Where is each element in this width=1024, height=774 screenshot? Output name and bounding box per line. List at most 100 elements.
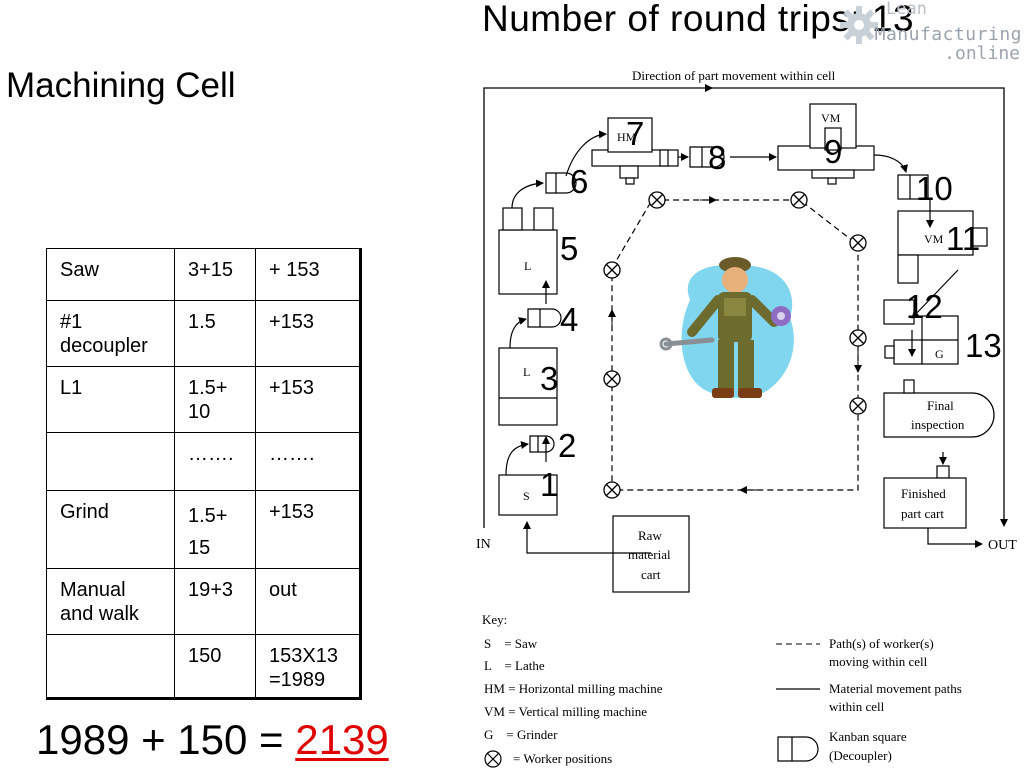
watermark-line2: .online <box>944 43 1020 64</box>
step-number-11: 11 <box>946 220 980 257</box>
step-number-9: 9 <box>824 133 842 170</box>
total-equation: 1989 + 150 = 2139 <box>36 716 389 764</box>
table-cell: 19+3 <box>174 568 256 635</box>
machining-cell-diagram: Direction of part movement within cell I… <box>476 68 1017 768</box>
in-label: IN <box>476 537 491 552</box>
decoupler-6 <box>545 172 577 194</box>
out-label: OUT <box>988 538 1017 553</box>
step-number-2: 2 <box>558 427 576 464</box>
key-grinder: G = Grinder <box>484 727 558 742</box>
final-inspection <box>883 392 995 438</box>
step-number-10: 10 <box>916 170 953 207</box>
worker-position-icon <box>849 397 867 415</box>
worker-position-icon <box>849 234 867 252</box>
worker-position-icon <box>603 370 621 388</box>
final-inspection-line2: inspection <box>911 417 965 432</box>
raw-material-line1: Raw <box>638 528 662 543</box>
table-cell: Grind <box>46 490 175 569</box>
table-cell: +153 <box>255 366 361 433</box>
table-row: #1 decoupler 1.5 +153 <box>46 300 361 367</box>
worker-position-icon <box>849 329 867 347</box>
vm-9-label: VM <box>821 111 841 125</box>
key-hm: HM = Horizontal milling machine <box>484 681 663 696</box>
table-cell: Saw <box>46 248 175 301</box>
decoupler-4 <box>527 308 562 328</box>
worker-position-icon <box>603 261 621 279</box>
gear-icon <box>840 6 878 44</box>
finished-part-cart <box>883 477 967 529</box>
table-cell: 153X13 =1989 <box>255 634 361 699</box>
lathe-1-machine <box>498 347 558 426</box>
watermark-logo: Lean Manufacturing .online <box>840 0 1024 66</box>
worker-position-icon <box>790 191 808 209</box>
key-dashed-2: moving within cell <box>829 654 928 669</box>
table-cell: #1 decoupler <box>46 300 175 367</box>
lathe-1-label: L <box>523 365 530 379</box>
key-title: Key: <box>482 612 507 627</box>
key-vm: VM = Vertical milling machine <box>484 704 647 719</box>
step-number-5: 5 <box>560 230 578 267</box>
step-number-6: 6 <box>570 163 588 200</box>
raw-material-line3: cart <box>641 567 661 582</box>
time-calculation-table: Saw 3+15 + 153 #1 decoupler 1.5 +153 L1 … <box>46 248 362 700</box>
vm-11-label: VM <box>924 232 944 246</box>
table-row: Manual and walk 19+3 out <box>46 568 361 635</box>
round-trips-title: Number of round trips; 13 <box>482 0 915 39</box>
kanban-square-icon <box>777 736 819 762</box>
table-row: 150 153X13 =1989 <box>46 634 361 699</box>
step-number-4: 4 <box>560 301 578 338</box>
direction-label: Direction of part movement within cell <box>632 68 836 83</box>
table-cell: 3+15 <box>174 248 256 301</box>
grinder-label: G <box>935 347 944 361</box>
step-number-13: 13 <box>965 327 1002 364</box>
worker-position-icon <box>484 750 502 768</box>
table-cell: out <box>255 568 361 635</box>
decoupler-2 <box>529 435 555 453</box>
step-number-7: 7 <box>626 115 644 152</box>
step-number-3: 3 <box>540 360 558 397</box>
table-cell: +153 <box>255 490 361 569</box>
table-cell: 1.5+ 10 <box>174 366 256 433</box>
key-kanban-1: Kanban square <box>829 729 907 744</box>
saw-machine <box>498 474 558 516</box>
step-number-8: 8 <box>708 139 726 176</box>
table-cell: ……. <box>174 432 256 491</box>
table-cell: 1.5+ 15 <box>174 490 256 569</box>
key-saw: S = Saw <box>484 636 538 651</box>
decoupler-10 <box>897 174 929 200</box>
diagram-key: Key: S = Saw L = Lathe HM = Horizontal m… <box>482 612 962 768</box>
table-cell: ……. <box>255 432 361 491</box>
raw-material-cart <box>612 515 690 593</box>
worker-position-icon <box>648 191 666 209</box>
table-cell: 1.5 <box>174 300 256 367</box>
key-solid-1: Material movement paths <box>829 681 962 696</box>
table-row: L1 1.5+ 10 +153 <box>46 366 361 433</box>
machining-cell-title: Machining Cell <box>6 66 236 105</box>
hm-label: HM <box>617 130 637 144</box>
table-cell: L1 <box>46 366 175 433</box>
equation-expression: 1989 + 150 = <box>36 716 296 763</box>
table-cell: 150 <box>174 634 256 699</box>
table-cell <box>46 432 175 491</box>
table-row: Grind 1.5+ 15 +153 <box>46 490 361 569</box>
table-cell: Manual and walk <box>46 568 175 635</box>
table-cell: +153 <box>255 300 361 367</box>
table-cell: + 153 <box>255 248 361 301</box>
worker-clipart <box>659 257 794 398</box>
watermark-line0: Lean <box>886 0 927 19</box>
worker-position-icon <box>603 481 621 499</box>
step-number-1: 1 <box>540 466 558 503</box>
vm-11-machine <box>897 210 974 256</box>
key-worker: = Worker positions <box>513 751 612 766</box>
step-number-12: 12 <box>906 288 943 325</box>
final-inspection-line1: Final <box>927 398 954 413</box>
finished-part-line1: Finished <box>901 486 946 501</box>
table-row: Saw 3+15 + 153 <box>46 248 361 301</box>
part-direction-loop <box>483 87 1008 528</box>
equation-result: 2139 <box>295 716 389 763</box>
table-row: ……. ……. <box>46 432 361 491</box>
key-lathe: L = Lathe <box>484 658 545 673</box>
decoupler-8 <box>689 146 725 168</box>
finished-part-line2: part cart <box>901 506 944 521</box>
table-cell <box>46 634 175 699</box>
